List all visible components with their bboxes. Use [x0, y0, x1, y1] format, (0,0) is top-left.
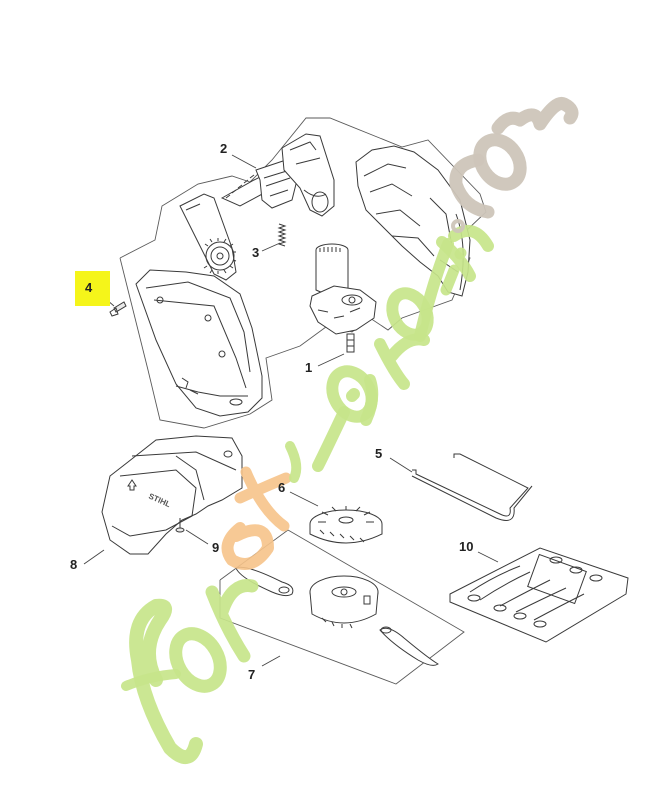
part-6-head-base: [309, 506, 383, 544]
part-8-guard: STIHL: [101, 435, 243, 555]
leader-1: [317, 353, 345, 367]
part-7-kit: [235, 566, 439, 666]
leader-8: [83, 549, 105, 565]
watermark: [121, 96, 579, 764]
callout-7: 7: [248, 667, 256, 682]
part-5-wire-bracket: [411, 453, 533, 521]
callout-4: 4: [85, 280, 93, 295]
callout-4-highlight: [75, 271, 110, 306]
callout-3: 3: [252, 245, 260, 260]
callout-2: 2: [220, 141, 228, 156]
leader-5: [389, 457, 413, 473]
leader-3: [261, 242, 281, 252]
callout-1: 1: [305, 360, 313, 375]
part-9-screw: [175, 518, 185, 533]
housing-group-outline: [119, 117, 487, 429]
leader-9: [185, 529, 209, 545]
leader-6: [289, 491, 319, 507]
callout-6: 6: [278, 480, 286, 495]
leader-7: [261, 655, 281, 667]
part-4-screw: [109, 301, 127, 317]
callout-10: 10: [459, 539, 474, 554]
part-3-spring: [277, 223, 287, 247]
leader-2: [231, 154, 257, 169]
part-10-blade-pack: [449, 547, 629, 643]
lower-housing-shell: [135, 269, 263, 417]
leader-10: [477, 551, 499, 563]
callout-5: 5: [375, 446, 383, 461]
callout-9: 9: [212, 540, 220, 555]
part-1-motor: [309, 243, 377, 353]
callout-8: 8: [70, 557, 78, 572]
